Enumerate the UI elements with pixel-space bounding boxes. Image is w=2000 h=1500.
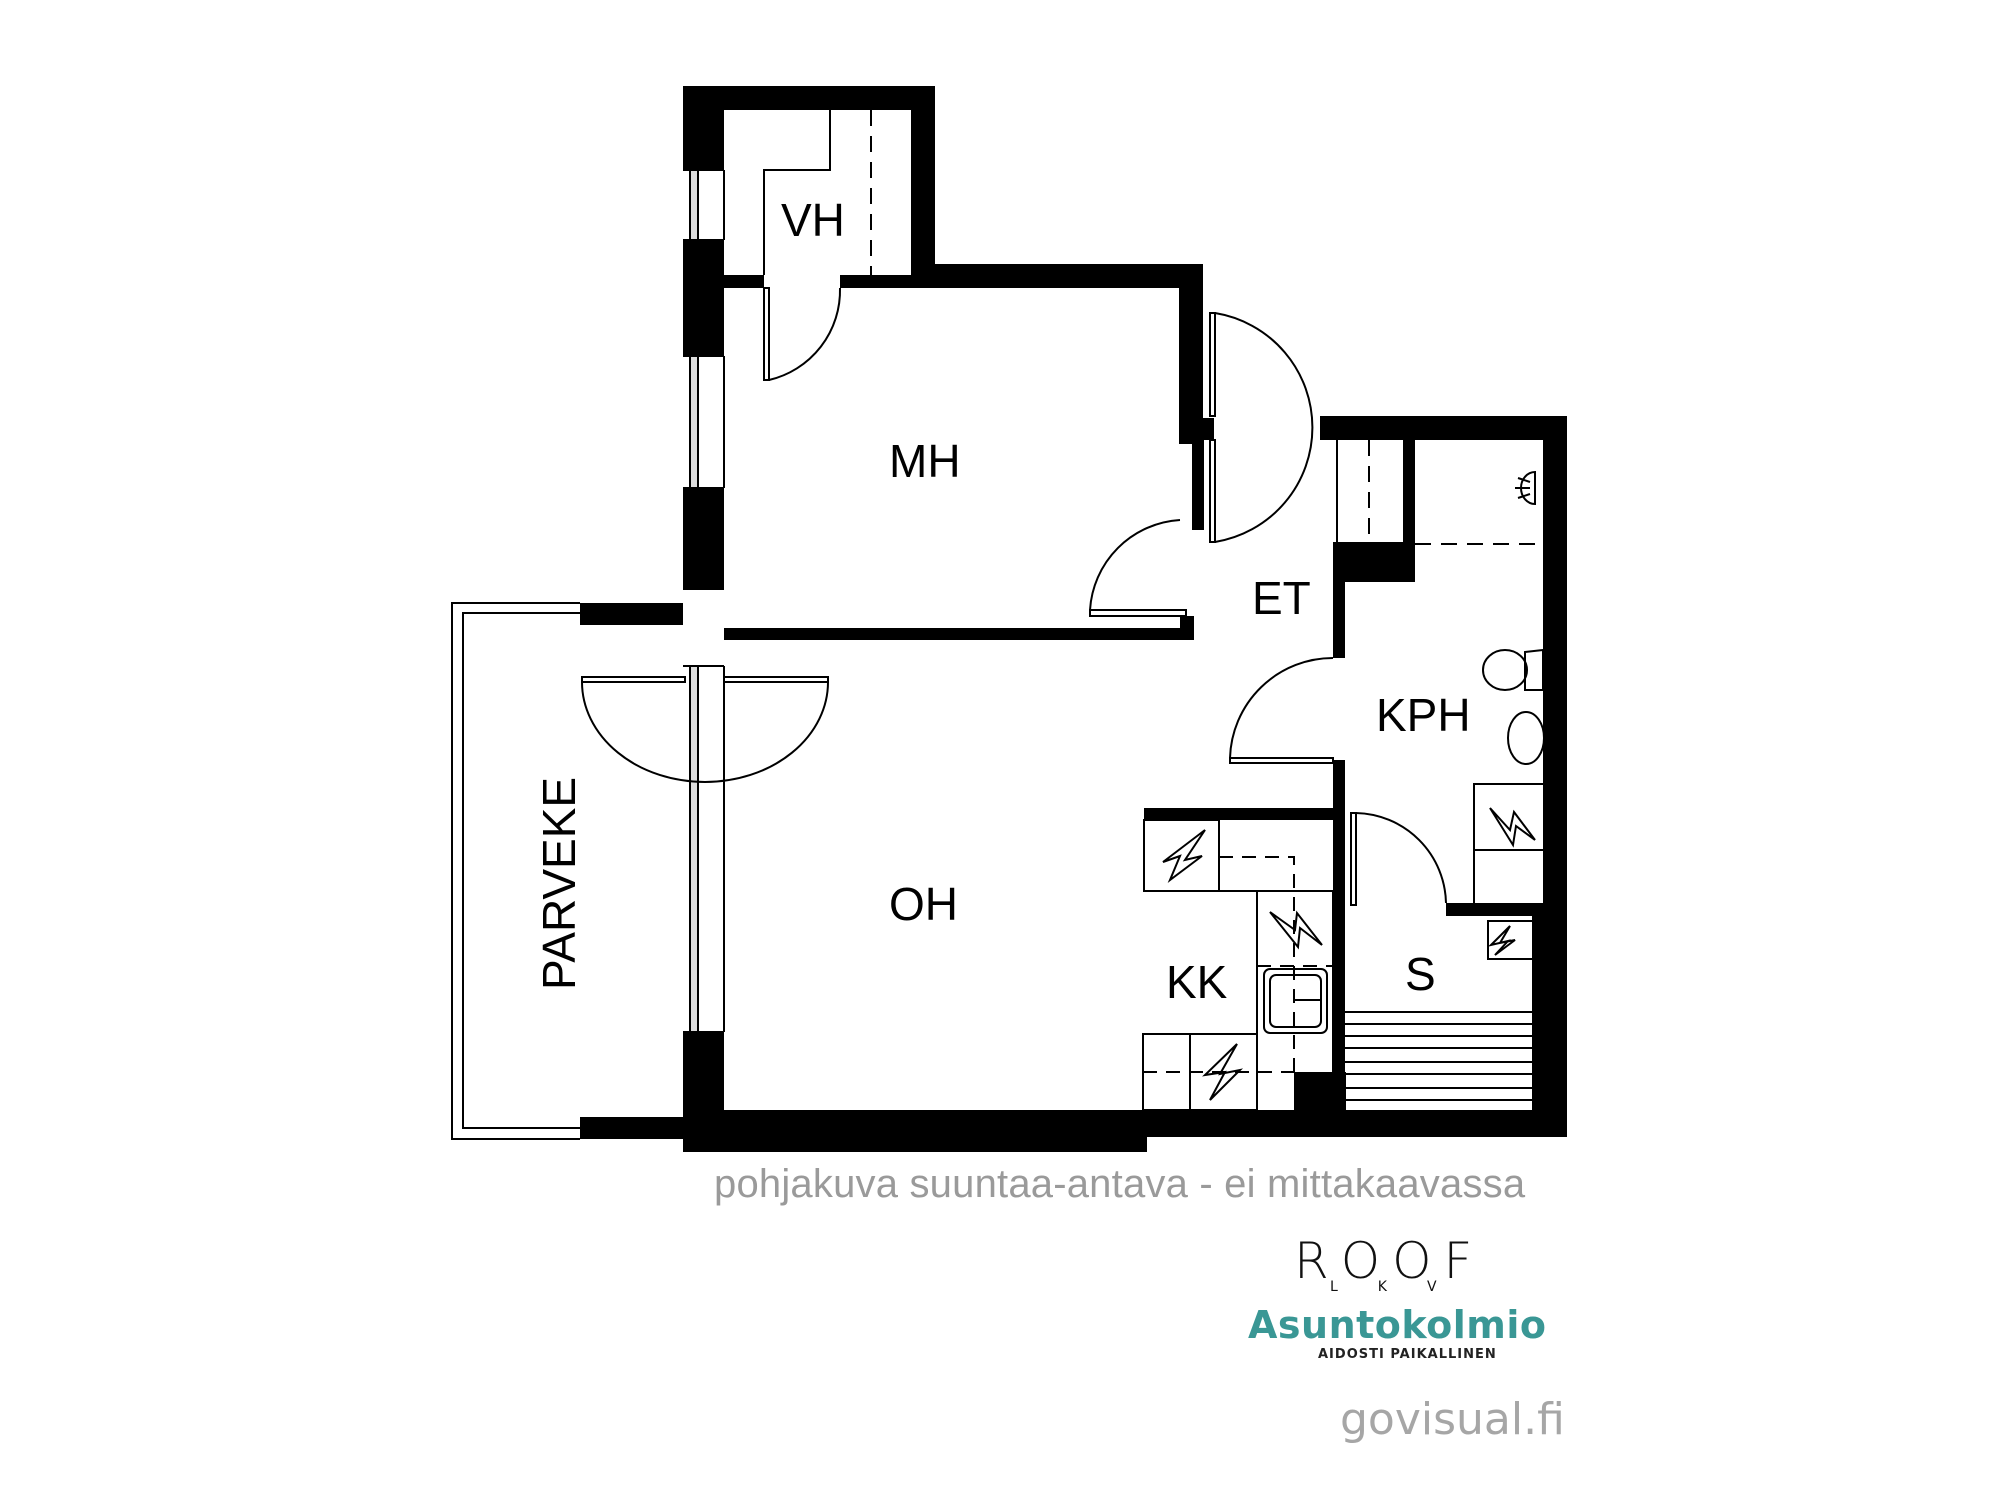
room-label-mh: MH — [889, 435, 961, 487]
room-label-kk: KK — [1166, 956, 1228, 1008]
doors — [581, 287, 1447, 906]
electric-appliance-icons — [1162, 807, 1547, 1101]
bathroom-fixtures — [1473, 470, 1545, 903]
room-label-s: S — [1405, 948, 1436, 1000]
et-closet — [1336, 440, 1543, 545]
room-label-et: ET — [1252, 572, 1311, 624]
washbasin-icon — [1507, 711, 1545, 765]
room-label-kph: KPH — [1376, 689, 1471, 741]
sauna-heater-electric-icon — [1487, 925, 1516, 956]
toilet-icon — [1482, 649, 1528, 691]
room-label-oh: OH — [889, 878, 958, 930]
govisual-watermark: govisual.fi — [1340, 1394, 1565, 1445]
shower-icon — [1520, 470, 1536, 506]
room-label-vh: VH — [781, 194, 845, 246]
stove-electric-icon — [1162, 829, 1206, 883]
asuntokolmio-logo: Asuntokolmio — [1248, 1303, 1547, 1347]
roof-logo: ROOF — [1294, 1232, 1485, 1290]
walls — [580, 86, 1567, 1152]
scale-disclaimer: pohjakuva suuntaa-antava - ei mittakaava… — [714, 1162, 1526, 1206]
roof-logo-subtitle: LKV — [1330, 1279, 1477, 1295]
balcony — [451, 602, 580, 1140]
room-label-parveke: PARVEKE — [533, 777, 585, 990]
room-labels: VH MH ET KPH OH KK S PARVEKE — [533, 194, 1471, 1008]
washer-electric-icon — [1489, 807, 1536, 848]
fridge-electric-icon — [1269, 910, 1323, 950]
vh-closet — [763, 110, 872, 275]
sauna-bench-icon — [1345, 1011, 1532, 1101]
oven-electric-icon — [1202, 1043, 1244, 1101]
kitchen — [1142, 819, 1334, 1113]
windows — [683, 169, 725, 1033]
asuntokolmio-tagline: AIDOSTI PAIKALLINEN — [1318, 1347, 1497, 1362]
